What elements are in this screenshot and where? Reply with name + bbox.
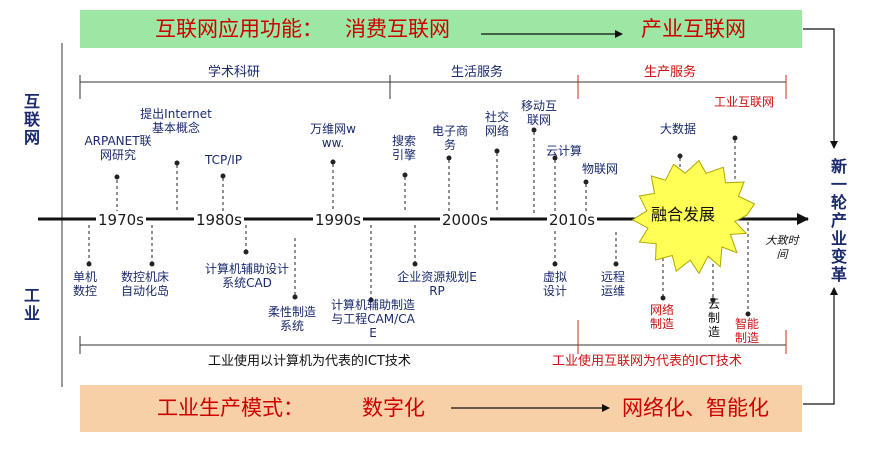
event-virtual: 虚拟设计 — [542, 270, 567, 298]
event-cloud-mfg: 云制造 — [707, 297, 720, 339]
event-cloud: 云计算 — [546, 144, 583, 158]
top-banner-from: 消费互联网 — [345, 17, 450, 41]
top-banner — [80, 10, 802, 48]
event-cam: 计算机辅助制造与工程CAM/CAE — [331, 298, 416, 340]
internet-leaders — [116, 132, 736, 213]
event-search: 搜索引擎 — [391, 134, 416, 162]
event-remote: 远程运维 — [600, 270, 625, 298]
bottom-connector-arrow — [803, 287, 838, 405]
event-www: 万维网www. — [310, 122, 356, 150]
event-industrial-internet: 工业互联网 — [714, 95, 775, 109]
fusion-starburst — [631, 159, 756, 275]
event-nc: 单机数控 — [72, 270, 97, 298]
event-fms: 柔性制造系统 — [267, 305, 316, 333]
bottom-banner — [80, 385, 802, 432]
event-social: 社交网络 — [484, 110, 509, 138]
result-side-label: 新一轮产业变革 — [830, 157, 847, 284]
ict-internet-label: 工业使用互联网为代表的ICT技术 — [552, 354, 742, 369]
industry-dots — [86, 249, 751, 317]
event-cnc: 数控机床自动化岛 — [120, 270, 169, 298]
top-banner-to: 产业互联网 — [641, 17, 746, 41]
future-time-label: 大致时间 — [765, 234, 799, 261]
event-mobile: 移动互联网 — [520, 99, 557, 127]
tick-1990s: 1990s — [313, 211, 363, 229]
phase-academic: 学术科研 — [208, 65, 261, 80]
internet-dots — [114, 127, 738, 185]
event-ecommerce: 电子商务 — [431, 124, 468, 152]
internet-side-label: 互联网 — [23, 92, 40, 147]
tick-2000s: 2000s — [440, 211, 490, 229]
event-network-mfg: 网络制造 — [649, 303, 674, 331]
top-banner-label: 互联网应用功能： — [155, 17, 323, 41]
event-tcpip: TCP/IP — [205, 153, 243, 167]
event-bigdata: 大数据 — [660, 122, 697, 136]
ict-computer-label: 工业使用以计算机为代表的ICT技术 — [208, 354, 411, 369]
event-internet-concept: 提出Internet基本概念 — [140, 107, 212, 135]
fusion-label: 融合发展 — [651, 205, 716, 224]
industry-side-label: 工业 — [23, 286, 40, 323]
event-arpanet: ARPANET联网研究 — [84, 134, 152, 162]
phase-life: 生活服务 — [451, 65, 504, 80]
event-iot: 物联网 — [582, 162, 619, 176]
event-smart-mfg: 智能制造 — [734, 317, 759, 345]
industry-leaders — [88, 222, 749, 312]
event-cad: 计算机辅助设计系统CAD — [204, 262, 289, 290]
bottom-banner-from: 数字化 — [362, 396, 425, 420]
tick-1980s: 1980s — [194, 211, 244, 229]
top-connector-arrow — [803, 28, 838, 149]
phase-production: 生产服务 — [644, 65, 697, 80]
bottom-banner-label: 工业生产模式： — [157, 396, 304, 420]
event-erp: 企业资源规划ERP — [397, 270, 477, 298]
bottom-banner-to: 网络化、智能化 — [622, 396, 769, 420]
tick-1970s: 1970s — [96, 211, 146, 229]
tick-2010s: 2010s — [547, 211, 597, 229]
